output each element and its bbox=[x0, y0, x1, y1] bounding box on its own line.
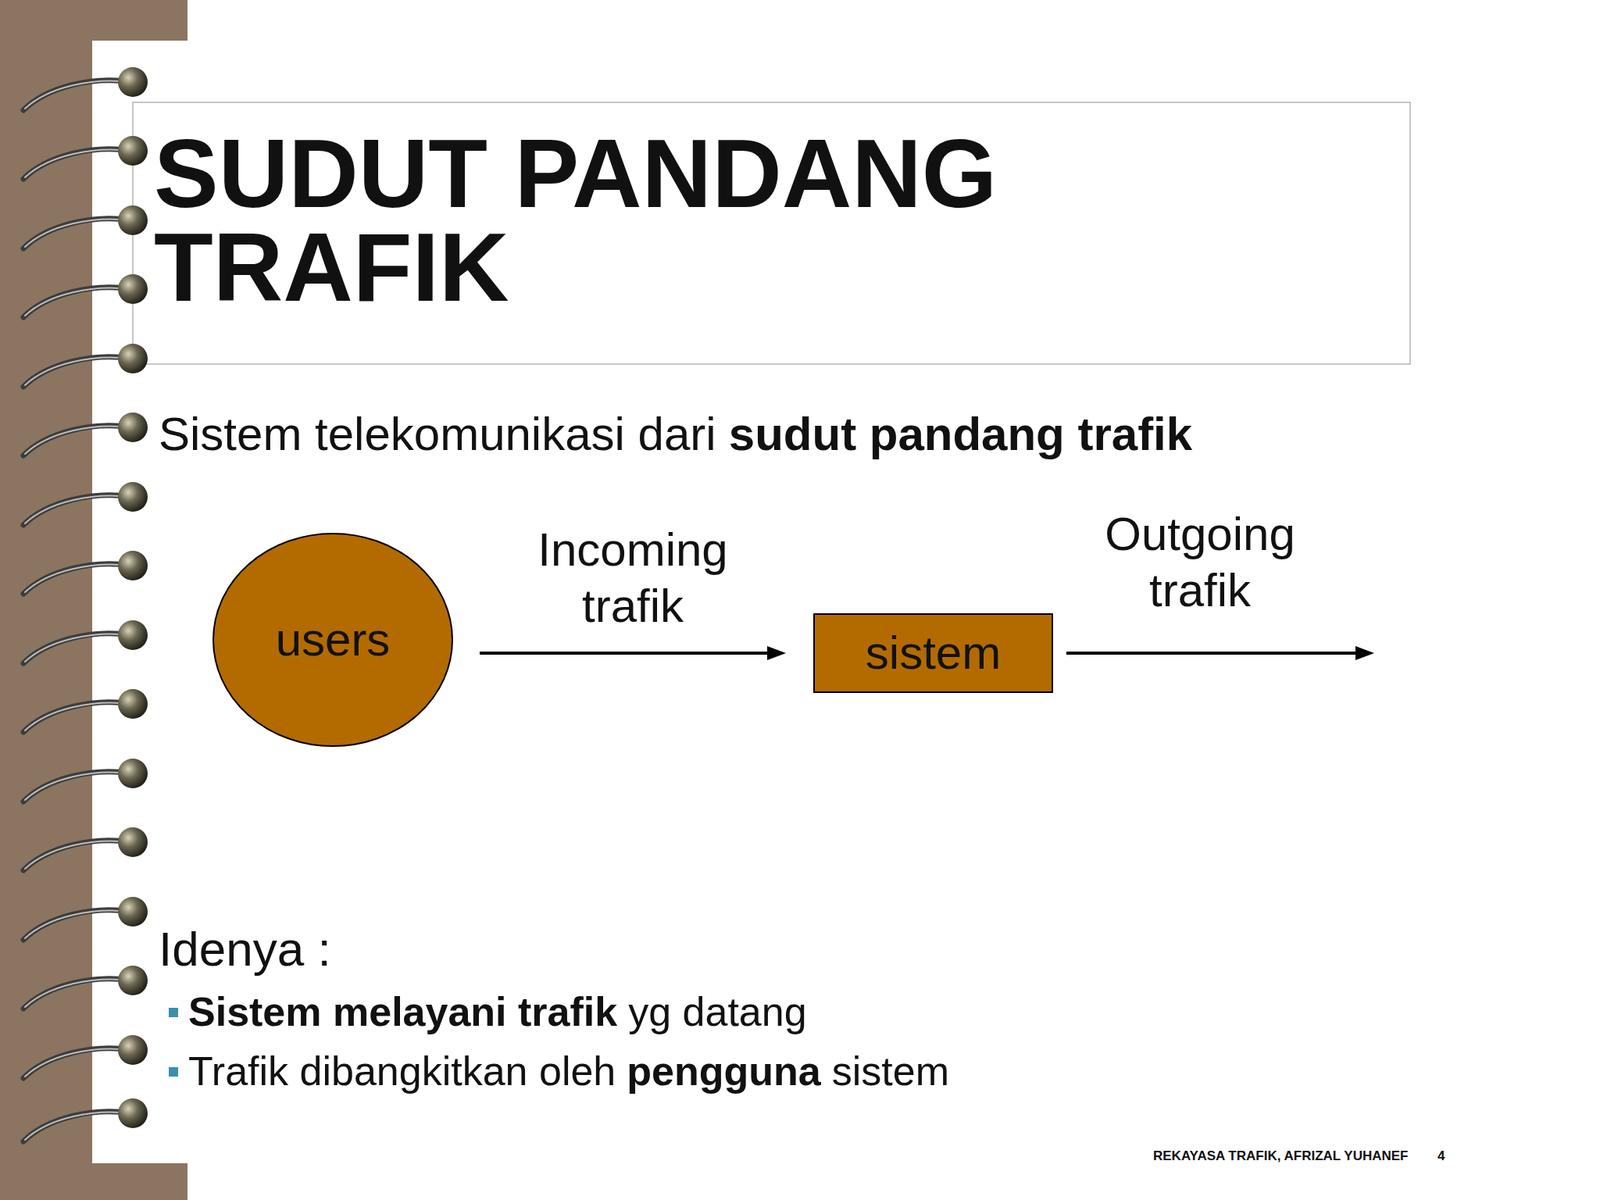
label-text: Idenya : bbox=[158, 921, 332, 976]
connector bbox=[479, 646, 786, 661]
label-text: sistem bbox=[832, 1048, 950, 1094]
label-text: Outgoing trafik bbox=[1104, 507, 1296, 617]
users-ellipse: users bbox=[212, 532, 454, 747]
label-text: REKAYASA TRAFIK, AFRIZAL YUHANEF bbox=[1153, 1148, 1409, 1164]
ellipse-shape bbox=[213, 533, 453, 747]
label-text: 4 bbox=[1437, 1148, 1445, 1164]
text-line: Sistem telekomunikasi darisudut pandang … bbox=[158, 406, 1193, 463]
label-text: yg datang bbox=[628, 989, 807, 1035]
label-text: pengguna bbox=[626, 1048, 821, 1094]
bullet-square bbox=[168, 1067, 179, 1077]
label-text: Trafik dibangkitkan oleh bbox=[188, 1048, 616, 1094]
brown-strip bbox=[0, 0, 93, 1200]
arrow-head bbox=[767, 646, 786, 661]
text-line: REKAYASA TRAFIK, AFRIZAL YUHANEF bbox=[1153, 1148, 1409, 1165]
box-shape bbox=[814, 614, 1053, 693]
text-line: Outgoing trafik bbox=[1075, 506, 1325, 619]
edge-label: Incoming trafik bbox=[507, 521, 758, 635]
spiral-binding bbox=[23, 67, 148, 1142]
slide-title: SUDUT PANDANG TRAFIK bbox=[153, 126, 1287, 315]
label-text: Sistem telekomunikasi dari bbox=[158, 407, 717, 461]
connector-line bbox=[479, 651, 769, 655]
outgoing-arrow bbox=[1066, 646, 1375, 661]
text-line: Idenya : bbox=[158, 920, 332, 979]
label-text: Sistem melayani trafik bbox=[188, 989, 618, 1035]
label-text: sudut pandang trafik bbox=[728, 407, 1193, 461]
brown-strip bbox=[0, 1163, 188, 1200]
title-frame bbox=[132, 102, 1411, 365]
node-text: sistem bbox=[865, 627, 1001, 679]
system-box: sistem bbox=[813, 613, 1054, 693]
text-line: 4 bbox=[1437, 1148, 1445, 1165]
node-text: users bbox=[275, 614, 391, 666]
text-line: Sistem melayani trafikyg datang bbox=[188, 987, 808, 1036]
text-line: Trafik dibangkitkan olehpenggunasistem bbox=[188, 1046, 950, 1096]
bullet-square bbox=[168, 1007, 179, 1018]
